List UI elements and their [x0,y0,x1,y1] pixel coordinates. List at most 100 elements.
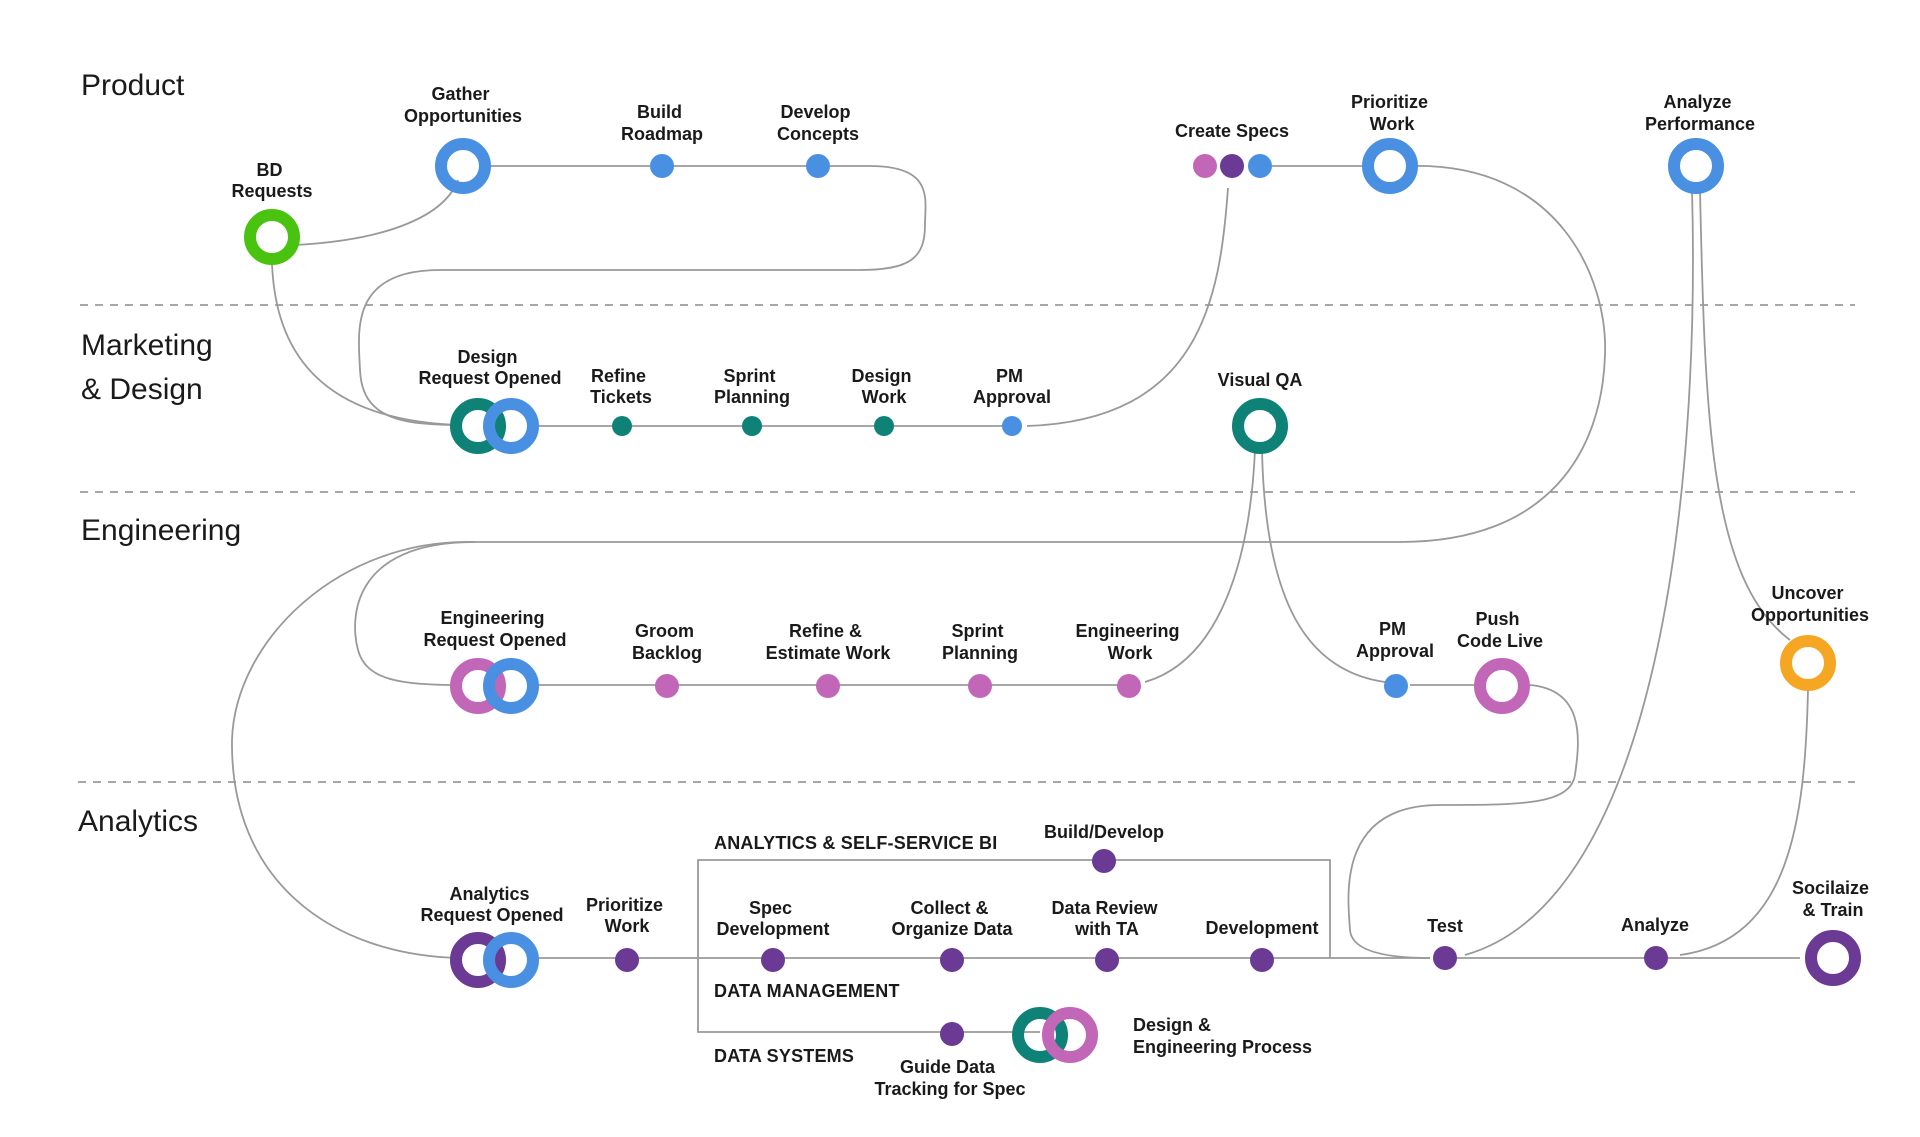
label-visual-qa: Visual QA [1218,370,1303,390]
label-refine-tickets: Refine Tickets [590,366,652,407]
label-sprint-planning-design: Sprint Planning [714,366,790,407]
lane-labels: Product Marketing & Design Engineering A… [78,69,241,838]
label-engineering-request-opened: Engineering Request Opened [423,608,566,650]
flow-analyze-perf-to-test [1464,189,1694,956]
refine-tickets-dot-icon [612,416,632,436]
flow-analyze-perf-to-uncover [1699,189,1791,641]
prioritize-work-analytics-dot-icon [615,948,639,972]
label-push-code-live: Push Code Live [1457,609,1543,651]
label-sprint-planning-eng: Sprint Planning [942,621,1018,663]
create-specs-purple-dot-icon [1220,154,1244,178]
label-pm-approval-design: PM Approval [973,366,1051,407]
label-groom-backlog: Groom Backlog [632,621,702,663]
label-analytics-request-opened: Analytics Request Opened [420,884,563,925]
refine-estimate-dot-icon [816,674,840,698]
build-roadmap-dot-icon [650,154,674,178]
collect-organize-dot-icon [940,948,964,972]
design-engineering-pink-ring-icon [1042,1007,1098,1063]
create-specs-blue-dot-icon [1248,154,1272,178]
lane-label-product: Product [81,69,185,102]
flow-pm-approval-to-create-specs [1026,187,1229,427]
label-uncover-opportunities: Uncover Opportunities [1751,583,1869,625]
ring-nodes [244,138,1861,1063]
analyze-performance-ring-icon [1668,138,1724,194]
label-refine-estimate-work: Refine & Estimate Work [766,621,892,663]
label-prioritize-work-analytics: Prioritize Work [586,895,668,936]
development-dot-icon [1250,948,1274,972]
gather-opportunities-ring-icon [435,138,491,194]
node-labels: BD Requests Gather Opportunities Build R… [231,84,1874,1099]
design-request-teal-ring-icon [450,398,506,454]
label-engineering-work: Engineering Work [1075,621,1184,663]
label-data-review-ta: Data Review with TA [1051,898,1162,939]
group-label-analytics-bi: ANALYTICS & SELF-SERVICE BI [714,833,997,853]
flow-prioritize-to-engineering [475,165,1606,543]
guide-data-tracking-dot-icon [940,1022,964,1046]
build-develop-dot-icon [1092,849,1116,873]
flow-bd-to-gather [294,179,459,246]
label-develop-concepts: Develop Concepts [777,102,859,144]
label-collect-organize-data: Collect & Organize Data [891,898,1013,939]
sprint-planning-eng-dot-icon [968,674,992,698]
flow-loop-to-design-request [358,269,461,426]
group-labels: ANALYTICS & SELF-SERVICE BI DATA MANAGEM… [714,833,997,1066]
dot-nodes [612,154,1668,1046]
lane-label-analytics: Analytics [78,805,198,838]
flow-uncover-to-analyze [1679,689,1809,956]
engineering-request-blue-ring-icon [483,658,539,714]
label-test: Test [1427,916,1463,936]
label-design-work: Design Work [851,366,916,407]
label-build-develop: Build/Develop [1044,822,1164,842]
visual-qa-ring-icon [1232,398,1288,454]
flow-visualqa-to-pm-approval [1261,449,1386,683]
design-request-blue-ring-icon [483,398,539,454]
lane-label-marketing-design: & Design [81,373,203,406]
label-guide-data-tracking: Guide Data Tracking for Spec [874,1057,1025,1099]
label-analyze-performance: Analyze Performance [1645,92,1755,134]
socialize-train-ring-icon [1805,930,1861,986]
bd-requests-ring-icon [244,209,300,265]
design-engineering-teal-ring-icon [1012,1007,1068,1063]
push-code-live-ring-icon [1474,658,1530,714]
flow-product-loop-down [440,165,927,271]
test-dot-icon [1433,946,1457,970]
label-analyze: Analyze [1621,915,1689,935]
label-prioritize-work-product: Prioritize Work [1351,92,1433,134]
label-build-roadmap: Build Roadmap [621,102,703,144]
label-development: Development [1205,918,1318,938]
develop-concepts-dot-icon [806,154,830,178]
pm-approval-design-dot-icon [1002,416,1022,436]
create-specs-pink-dot-icon [1193,154,1217,178]
analytics-request-blue-ring-icon [483,932,539,988]
flow-visualqa-to-eng-work [1144,449,1256,683]
label-gather-opportunities: Gather Opportunities [404,84,522,126]
flow-bd-to-design-request [271,263,461,426]
sprint-planning-design-dot-icon [742,416,762,436]
label-socialize-train: Socilaize & Train [1792,878,1874,920]
flow-eng-loop-in [354,541,476,686]
pm-approval-eng-dot-icon [1384,674,1408,698]
flow-bi-bracket [697,859,1331,958]
label-design-engineering-process: Design & Engineering Process [1133,1015,1312,1057]
prioritize-work-ring-icon [1362,138,1418,194]
flow-systems-bracket [697,958,1040,1033]
label-create-specs: Create Specs [1175,121,1289,141]
groom-backlog-dot-icon [655,674,679,698]
group-label-data-management: DATA MANAGEMENT [714,981,900,1001]
spec-development-dot-icon [761,948,785,972]
label-design-request-opened: Design Request Opened [418,347,561,388]
label-pm-approval-eng: PM Approval [1356,619,1434,661]
design-work-dot-icon [874,416,894,436]
uncover-opportunities-ring-icon [1780,635,1836,691]
data-review-dot-icon [1095,948,1119,972]
label-bd-requests: BD Requests [231,160,312,201]
label-spec-development: Spec Development [716,898,829,939]
flow-push-to-test [1347,684,1579,959]
lane-dividers [78,304,1855,783]
flow-eng-to-analytics [231,541,476,959]
engineering-work-dot-icon [1117,674,1141,698]
lane-label-marketing: Marketing [81,329,213,362]
engineering-request-pink-ring-icon [450,658,506,714]
lane-label-engineering: Engineering [81,514,241,547]
